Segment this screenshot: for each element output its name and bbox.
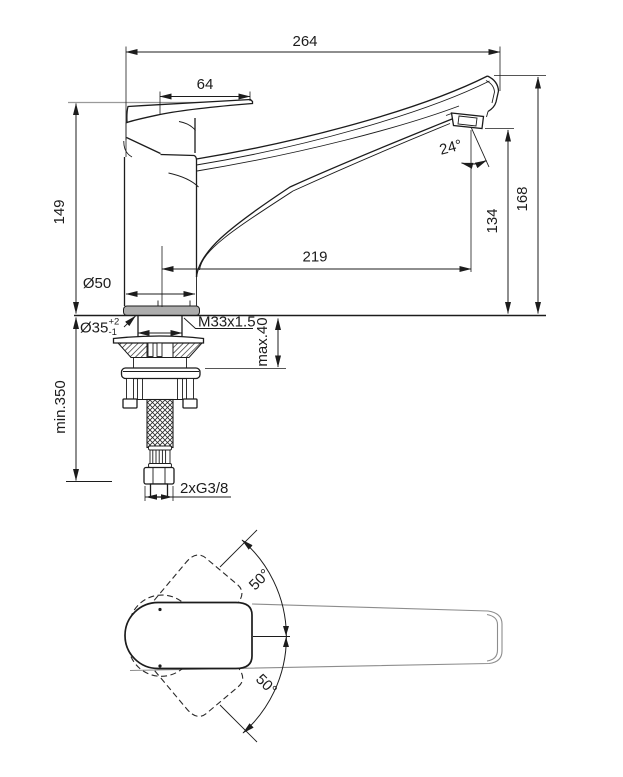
spout-top-inner2 <box>196 105 460 172</box>
cap-front-fillet <box>123 140 133 158</box>
handle-top-view <box>124 601 253 670</box>
escutcheon <box>123 305 200 316</box>
clamp-web-left <box>116 342 148 358</box>
hex-nut-facets <box>152 467 166 484</box>
dim-hose-length-min: min.350 <box>52 380 69 433</box>
stud-nut-right <box>182 398 198 409</box>
dome-top-curve <box>178 121 196 131</box>
dim-aerator-height: 134 <box>484 208 501 233</box>
spout-tip-cap <box>487 75 500 113</box>
dim-deck-thickness-max: max.40 <box>254 317 271 366</box>
dim-swivel-lower: 50° <box>252 671 280 699</box>
aerator-housing <box>450 112 485 130</box>
dim-lever-length: 64 <box>197 76 214 93</box>
dim-overall-width: 264 <box>292 33 317 50</box>
spout-bottom-inner <box>199 123 451 271</box>
clamp-slot-post-left <box>147 342 154 357</box>
side-view: 264 64 149 min.350 168 134 219 <box>51 33 546 501</box>
threaded-shank <box>137 316 183 338</box>
lever-blade <box>126 98 254 124</box>
valve-socket <box>137 378 183 400</box>
clamp-top-plate <box>112 335 205 344</box>
dim-aerator-angle: 24° <box>438 137 464 159</box>
dim-mounting-hole: Ø35 <box>80 320 108 337</box>
handle-pin-dot-bottom <box>158 664 162 668</box>
faucet-side-outline <box>123 75 500 316</box>
g38-arrow-right <box>161 494 173 500</box>
dim-body-height: 149 <box>51 199 68 224</box>
dim-swivel-upper: 50° <box>246 566 274 594</box>
clamp-slot-post-right <box>156 342 163 357</box>
hose-collar-top <box>148 445 172 451</box>
side-view-dimensions: 264 64 149 min.350 168 134 219 <box>51 33 546 501</box>
spout-top-inner1 <box>196 80 490 166</box>
spout-body-fillet <box>168 172 199 188</box>
dim-spout-reach: 219 <box>302 249 327 266</box>
hose-crimp-ribs <box>149 450 171 464</box>
spout-top-edge <box>196 75 488 160</box>
dim-spout-tip-height: 168 <box>514 186 531 211</box>
dim-mounting-hole-tol-plus: +2 <box>109 317 120 328</box>
braided-hose <box>146 398 174 449</box>
spout-tip-cap-inner <box>485 80 495 104</box>
stud-left <box>126 378 134 400</box>
dim-base-diameter: Ø50 <box>83 275 111 292</box>
below-deck-assembly <box>112 316 205 498</box>
g38-arrow-left <box>145 494 157 500</box>
spout-top-view <box>129 603 503 672</box>
neutral-mark-lower-arrow <box>283 637 289 647</box>
tip-step <box>486 111 489 118</box>
clamp-web-right <box>172 342 204 358</box>
washer-plate <box>120 367 201 380</box>
hex-nut <box>143 466 175 485</box>
bottom-view: 50° 50° <box>124 529 503 743</box>
spout-bottom-edge <box>195 118 453 278</box>
stud-nut-left <box>122 398 138 409</box>
aerator-insert <box>457 115 478 127</box>
cap-bottom <box>160 153 198 161</box>
cap-front-slant <box>126 136 161 155</box>
body-base-step <box>157 300 191 306</box>
connector-tube <box>149 483 169 498</box>
stud-right <box>186 378 194 400</box>
dim-thread: M33x1.5 <box>198 314 256 331</box>
dim-supply-connection: 2xG3/8 <box>180 480 228 497</box>
handle-pin-dot-top <box>158 607 162 612</box>
aerator-join <box>445 113 452 116</box>
neutral-mark-upper-arrow <box>283 626 289 636</box>
dim-mounting-hole-tol-minus: -1 <box>109 327 117 338</box>
clamp-neck <box>133 357 187 368</box>
